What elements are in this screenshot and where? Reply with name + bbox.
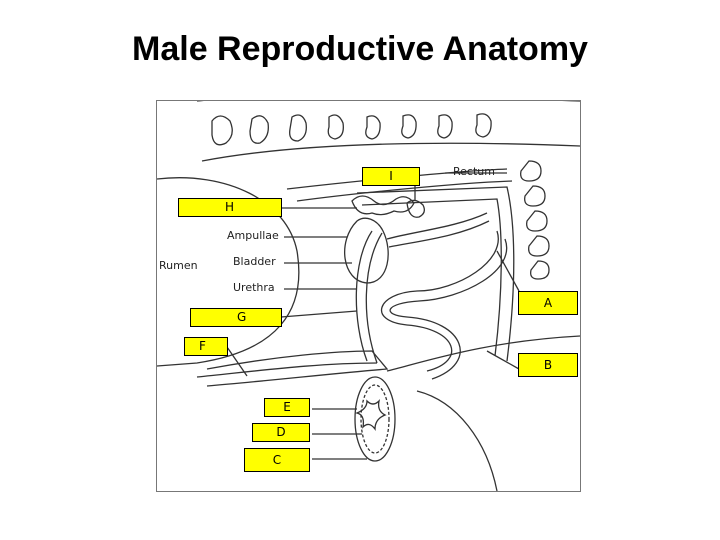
- anatomy-figure: Rectum Ampullae Bladder Rumen Urethra: [156, 100, 581, 492]
- quiz-box-b: B: [518, 353, 578, 377]
- vertebra-shape: [289, 114, 307, 142]
- quiz-box-f: F: [184, 337, 228, 356]
- quiz-box-h: H: [178, 198, 282, 217]
- quiz-box-i: I: [362, 167, 420, 186]
- anatomy-line-art: [157, 101, 580, 491]
- quiz-box-d: D: [252, 423, 310, 442]
- quiz-box-e: E: [264, 398, 310, 417]
- vertebra-shape: [401, 114, 417, 139]
- label-urethra: Urethra: [233, 281, 275, 294]
- vertebra-shape: [437, 114, 453, 139]
- vertebra-shape: [211, 115, 233, 146]
- vertebra-shape: [249, 115, 269, 144]
- slide-title: Male Reproductive Anatomy: [132, 30, 588, 68]
- label-rectum: Rectum: [453, 165, 495, 178]
- label-bladder: Bladder: [233, 255, 276, 268]
- label-rumen: Rumen: [159, 259, 198, 272]
- quiz-box-g: G: [190, 308, 282, 327]
- label-ampullae: Ampullae: [227, 229, 279, 242]
- quiz-box-a: A: [518, 291, 578, 315]
- vertebra-shape: [475, 113, 492, 138]
- vertebra-shape: [365, 115, 381, 140]
- vertebra-shape: [327, 114, 344, 140]
- quiz-box-c: C: [244, 448, 310, 472]
